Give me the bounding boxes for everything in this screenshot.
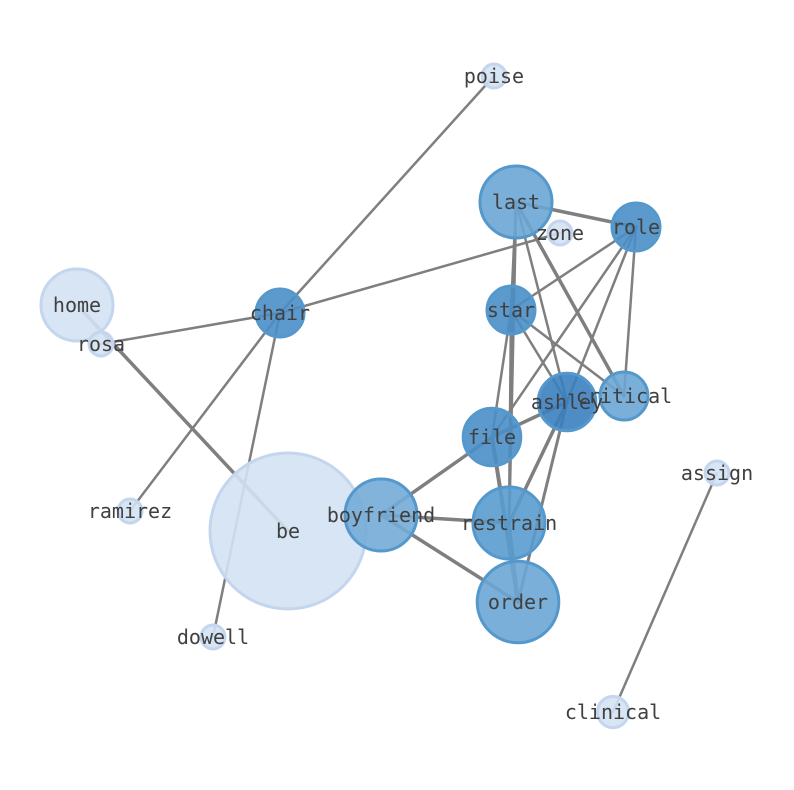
node-poise — [480, 62, 508, 90]
node-rosa — [87, 330, 115, 358]
node-label-rosa: rosa — [77, 332, 125, 356]
node-critical — [598, 370, 650, 422]
node-last — [478, 164, 554, 240]
node-label-boyfriend: boyfriend — [327, 503, 435, 527]
node-zone — [546, 219, 574, 247]
node-label-restrain: restrain — [461, 511, 557, 535]
node-label-ramirez: ramirez — [88, 499, 172, 523]
node-file — [461, 406, 523, 468]
node-label-last: last — [492, 190, 540, 214]
node-boyfriend — [343, 477, 419, 553]
node-dowell — [199, 623, 227, 651]
node-chair — [254, 287, 306, 339]
node-order — [475, 559, 561, 645]
node-label-be: be — [276, 519, 300, 543]
edge-poise-chair — [278, 74, 496, 315]
node-label-dowell: dowell — [177, 625, 249, 649]
node-label-poise: poise — [464, 64, 524, 88]
node-star — [485, 284, 537, 336]
edge-chair-ramirez — [128, 311, 282, 513]
nodes-layer — [39, 62, 731, 730]
node-assign — [703, 459, 731, 487]
edge-role-file — [490, 225, 638, 439]
node-label-chair: chair — [250, 301, 310, 325]
node-label-star: star — [487, 298, 535, 322]
edge-chair-rosa — [99, 311, 282, 346]
node-label-critical: critical — [576, 384, 672, 408]
edge-role-ashley — [565, 225, 638, 404]
node-ashley — [536, 371, 598, 433]
node-ramirez — [116, 497, 144, 525]
node-label-zone: zone — [536, 221, 584, 245]
node-label-home: home — [53, 293, 101, 317]
node-label-ashley: ashley — [531, 390, 603, 414]
node-restrain — [471, 485, 547, 561]
node-label-role: role — [612, 215, 660, 239]
labels-layer: poise last zone role home chair rosa star critic… — [53, 64, 753, 724]
node-role — [610, 201, 662, 253]
edge-assign-clinical — [611, 471, 719, 714]
node-label-clinical: clinical — [565, 700, 661, 724]
node-label-assign: assign — [681, 461, 753, 485]
node-label-file: file — [468, 425, 516, 449]
node-clinical — [595, 694, 631, 730]
node-home — [39, 267, 115, 343]
edge-role-critical — [622, 225, 638, 398]
node-label-order: order — [488, 590, 548, 614]
